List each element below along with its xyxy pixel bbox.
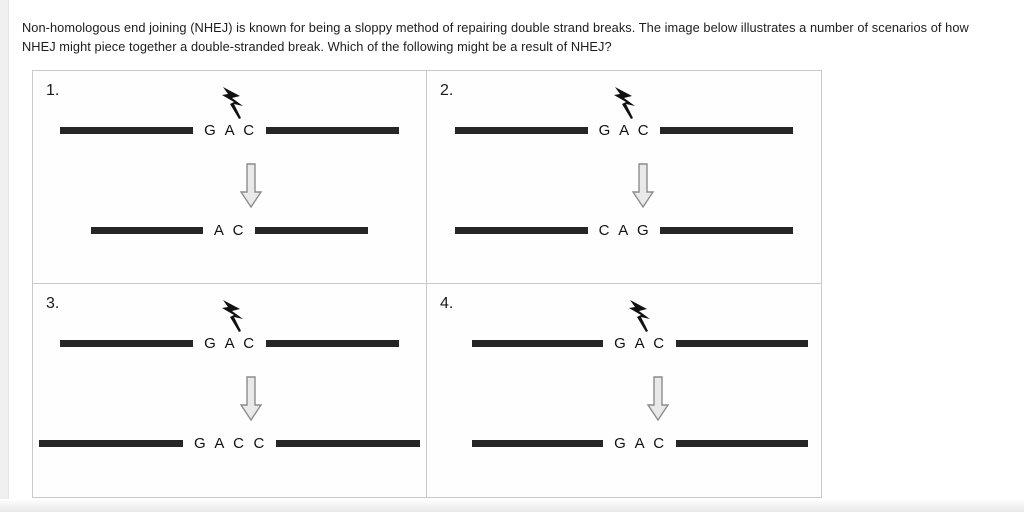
sequence-before-3: G A C [204, 334, 257, 352]
scenario-cell-1: 1. G A C A C [33, 71, 427, 284]
dna-bar-right [255, 226, 369, 234]
dna-bar-right [675, 339, 808, 347]
strand-row-after-3: G A C C [33, 432, 426, 454]
lightning-bolt-icon [218, 298, 252, 342]
dna-bar-left [454, 226, 588, 234]
strand-row-before-2: G A C [427, 119, 821, 141]
dna-bar-right [675, 439, 808, 447]
strand-row-after-2: C A G [427, 219, 821, 241]
dna-bar-left [472, 339, 604, 347]
down-arrow-icon [239, 376, 263, 422]
strand-row-before-4: G A C [427, 332, 837, 354]
scenario-cell-3: 3. G A C G A C C [33, 284, 427, 497]
dna-bar-left [472, 439, 604, 447]
strand-row-after-1: A C [33, 219, 426, 241]
dna-bar-left [60, 126, 194, 134]
strand-row-before-3: G A C [33, 332, 426, 354]
sequence-before-4: G A C [614, 334, 667, 352]
sequence-after-3: G A C C [193, 434, 268, 452]
lightning-bolt-icon [218, 85, 252, 129]
sequence-before-2: G A C [598, 121, 652, 139]
lightning-bolt-icon [610, 85, 644, 129]
sequence-after-1: A C [213, 221, 247, 239]
scenario-number-3: 3. [46, 295, 60, 312]
strand-row-after-4: G A C [427, 432, 837, 454]
dna-bar-left [38, 439, 183, 447]
question-text: Non-homologous end joining (NHEJ) is kno… [22, 20, 969, 54]
scenario-number-1: 1. [46, 82, 60, 99]
strand-row-before-1: G A C [33, 119, 426, 141]
down-arrow-icon [239, 163, 263, 209]
dna-bar-right [660, 126, 794, 134]
dna-bar-right [265, 339, 399, 347]
dna-bar-right [276, 439, 421, 447]
down-arrow-icon [631, 163, 655, 209]
dna-bar-left [454, 126, 588, 134]
scenario-cell-4: 4. G A C G A C [427, 284, 821, 497]
scenario-table: 1. G A C A C 2. [32, 70, 822, 498]
sequence-before-1: G A C [204, 121, 257, 139]
page-left-gutter [0, 0, 9, 512]
scenario-number-2: 2. [440, 82, 454, 99]
dna-bar-left [90, 226, 203, 234]
down-arrow-icon [646, 376, 670, 422]
sequence-after-4: G A C [614, 434, 667, 452]
sequence-after-2: C A G [598, 221, 652, 239]
scenario-cell-2: 2. G A C C A G [427, 71, 821, 284]
scenario-number-4: 4. [440, 295, 454, 312]
lightning-bolt-icon [625, 298, 659, 342]
dna-bar-left [60, 339, 194, 347]
dna-bar-right [660, 226, 794, 234]
page-bottom-strip [0, 499, 1024, 512]
dna-bar-right [265, 126, 399, 134]
